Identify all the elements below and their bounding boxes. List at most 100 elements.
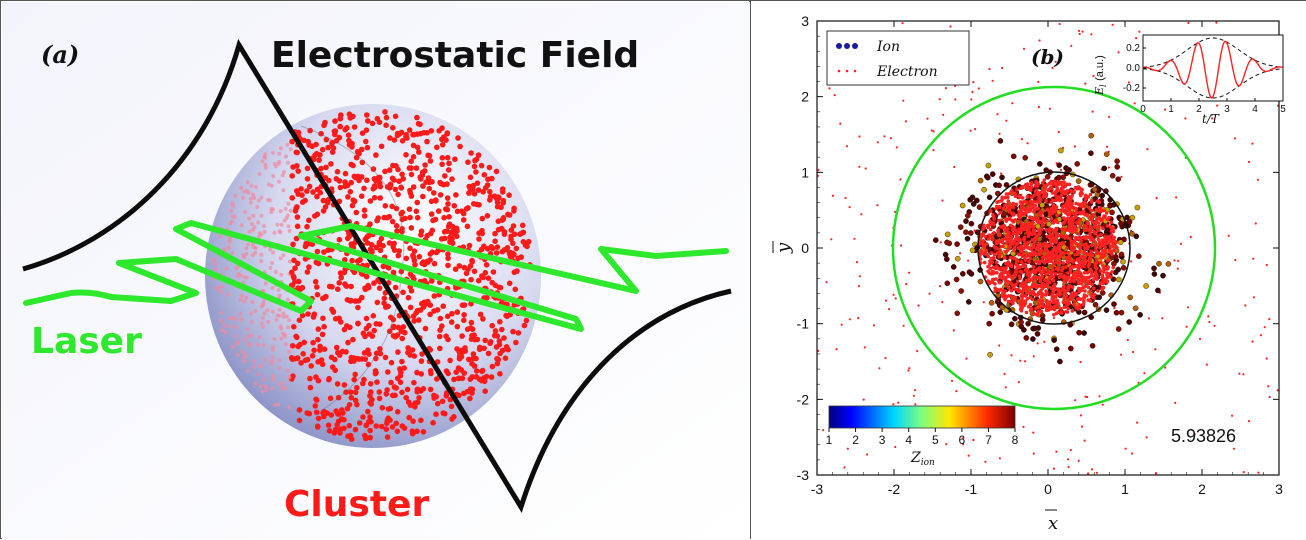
colorbar-tick-label: 4 — [905, 433, 912, 447]
electron-core-point — [1077, 237, 1081, 241]
cluster-particle — [505, 346, 511, 353]
electron-core-point — [1055, 260, 1059, 264]
cluster-particle — [281, 253, 286, 258]
electron-point — [907, 369, 910, 372]
cluster-particle — [469, 386, 476, 393]
electron-core-point — [1097, 224, 1101, 229]
cluster-particle — [392, 284, 399, 291]
cluster-particle — [260, 324, 265, 329]
ion-point — [1035, 325, 1042, 331]
electron-core-point — [1010, 277, 1015, 281]
cluster-particle — [336, 280, 343, 286]
electron-core-point — [1073, 299, 1077, 304]
electron-core-point — [978, 251, 982, 256]
electron-core-point — [1092, 239, 1096, 243]
cluster-particle — [510, 223, 517, 229]
electron-point — [1120, 353, 1123, 356]
ion-point — [943, 256, 950, 263]
cluster-particle — [399, 216, 406, 223]
cluster-particle — [260, 159, 265, 164]
electron-core-point — [991, 214, 996, 218]
electron-core-point — [1049, 186, 1054, 191]
electron-core-point — [1071, 225, 1076, 229]
cluster-particle — [246, 333, 251, 338]
electron-core-point — [999, 244, 1003, 249]
electron-point — [1216, 104, 1219, 107]
cluster-particle — [272, 230, 277, 235]
electron-point — [1043, 340, 1046, 343]
cluster-particle — [313, 409, 320, 416]
electron-point — [1251, 340, 1254, 343]
electron-core-point — [1002, 267, 1007, 272]
ion-point — [1114, 164, 1121, 170]
electron-point — [1084, 395, 1087, 398]
electron-core-point — [1090, 243, 1094, 248]
cluster-particle — [470, 182, 477, 189]
cluster-particle — [399, 358, 405, 365]
cluster-particle — [420, 304, 427, 310]
electron-point — [845, 145, 849, 148]
electron-point — [1155, 472, 1158, 475]
cluster-particle — [320, 315, 326, 322]
cluster-particle — [414, 369, 420, 376]
electron-core-point — [1094, 257, 1099, 262]
cluster-particle — [298, 360, 304, 366]
electron-point — [916, 350, 919, 353]
cluster-particle — [256, 220, 261, 225]
electron-core-point — [1114, 240, 1119, 245]
electron-core-point — [1085, 271, 1090, 275]
cluster-particle — [393, 205, 400, 212]
electron-point — [1101, 403, 1104, 406]
ion-point — [959, 270, 966, 277]
cluster-particle — [389, 218, 396, 225]
electron-core-point — [1031, 265, 1036, 269]
inset-x-tick-label: 1 — [1168, 104, 1174, 115]
cluster-particle — [337, 115, 344, 122]
electron-point — [1186, 306, 1190, 309]
ion-point — [954, 310, 961, 317]
electron-core-point — [998, 268, 1003, 272]
cluster-particle — [427, 302, 434, 309]
electron-core-point — [1053, 271, 1058, 276]
cluster-particle — [278, 146, 283, 151]
cluster-particle — [287, 349, 292, 354]
cluster-particle — [445, 201, 451, 207]
electron-point — [839, 122, 842, 125]
cluster-particle — [271, 250, 276, 255]
electron-core-point — [1060, 287, 1065, 292]
electron-point — [1173, 259, 1176, 262]
cluster-particle — [379, 405, 386, 411]
cluster-particle — [383, 391, 390, 397]
ion-point — [1151, 265, 1157, 272]
electron-core-point — [1092, 286, 1096, 291]
cluster-particle — [382, 354, 389, 361]
electron-core-point — [1052, 179, 1057, 184]
cluster-particle — [483, 262, 490, 268]
electron-core-point — [1024, 206, 1029, 211]
cluster-particle — [317, 347, 323, 353]
electron-core-point — [1054, 218, 1058, 222]
cluster-particle — [394, 409, 401, 415]
electron-core-point — [1098, 245, 1102, 250]
cluster-particle — [394, 375, 401, 382]
cluster-particle — [355, 173, 361, 180]
cluster-particle — [444, 130, 451, 137]
cluster-particle — [500, 216, 507, 222]
cluster-particle — [391, 240, 397, 247]
cluster-particle — [314, 248, 321, 255]
cluster-particle — [347, 389, 354, 395]
cluster-particle — [290, 241, 296, 248]
cluster-particle — [296, 317, 303, 324]
electron-core-point — [1017, 274, 1022, 279]
cluster-particle — [280, 386, 285, 391]
cluster-particle — [519, 230, 526, 236]
cluster-particle — [362, 236, 369, 243]
electron-core-point — [1060, 205, 1065, 209]
electron-point — [857, 316, 860, 320]
ion-point — [1115, 326, 1122, 332]
cluster-particle — [394, 228, 400, 234]
cluster-particle — [294, 223, 301, 230]
cluster-particle — [312, 403, 319, 409]
electron-core-point — [1083, 212, 1087, 217]
electron-point — [1187, 21, 1190, 24]
